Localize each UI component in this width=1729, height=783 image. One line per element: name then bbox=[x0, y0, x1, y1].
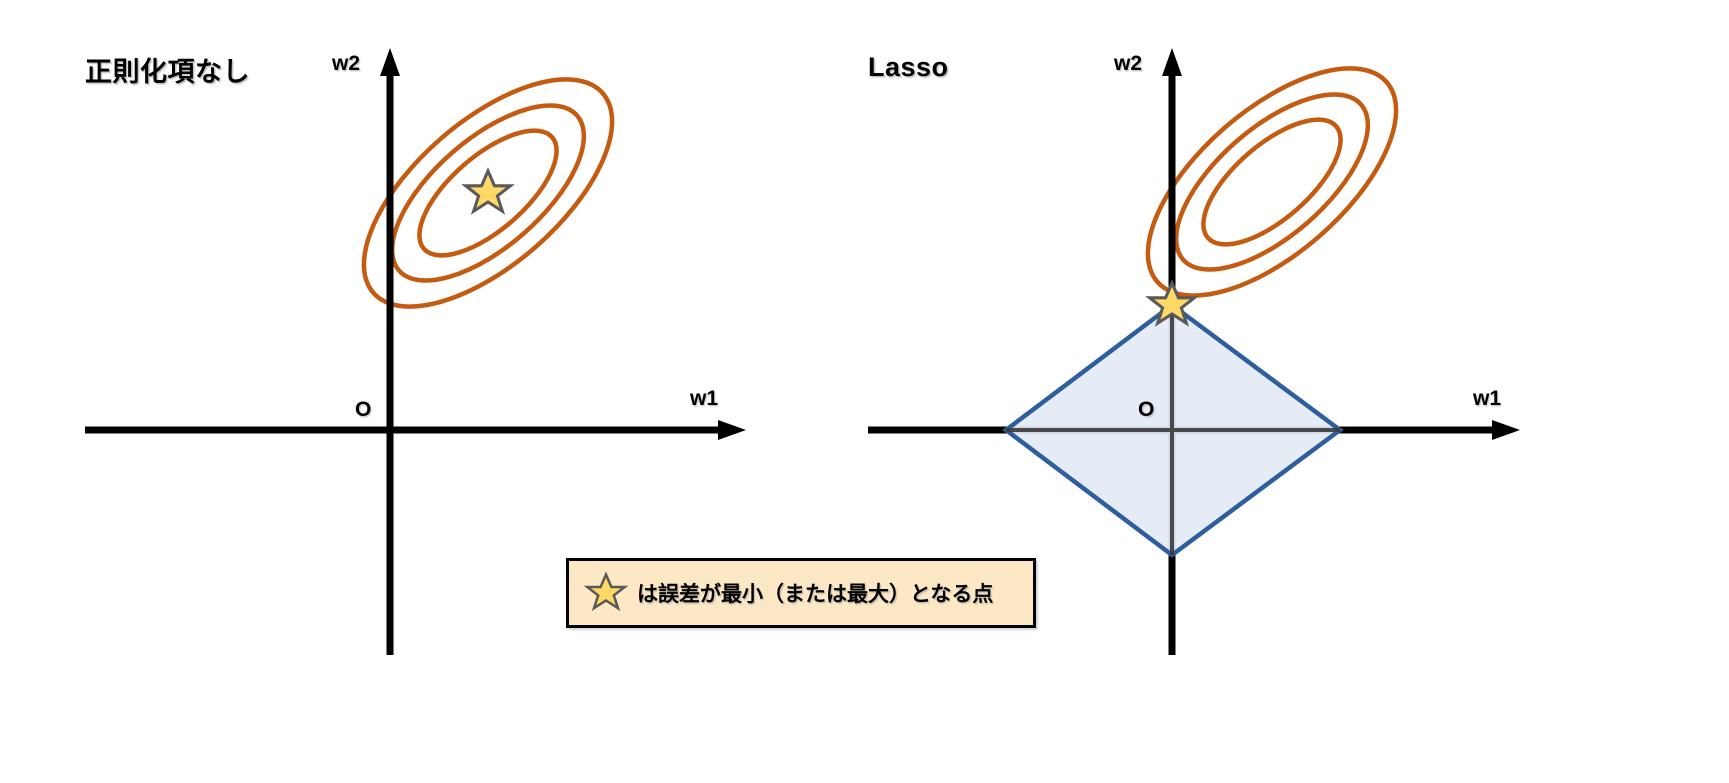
right-panel-title: Lasso bbox=[868, 52, 949, 82]
left-origin-label: O bbox=[355, 398, 372, 421]
right-w2-arrowhead bbox=[1162, 48, 1182, 76]
right-w1-arrowhead bbox=[1492, 420, 1520, 440]
left-w2-arrowhead bbox=[380, 48, 400, 76]
legend-box: は誤差が最小（または最大）となる点 bbox=[566, 558, 1036, 628]
contour-outer bbox=[361, 77, 615, 309]
left-panel-title: 正則化項なし bbox=[85, 57, 250, 87]
right-axis-overlay bbox=[1006, 305, 1340, 555]
left-contour-group bbox=[361, 77, 615, 309]
left-w2-axis-label: w2 bbox=[332, 52, 361, 75]
right-origin-label: O bbox=[1138, 398, 1155, 421]
right-w1-axis-label: w1 bbox=[1473, 387, 1502, 410]
star-icon bbox=[583, 571, 629, 612]
left-w2-axis bbox=[380, 48, 400, 655]
right-contour-group bbox=[1145, 66, 1399, 298]
right-w2-axis-label: w2 bbox=[1114, 52, 1143, 75]
contour-inner bbox=[1201, 117, 1343, 247]
left-w1-axis bbox=[85, 420, 746, 440]
left-w1-arrowhead bbox=[718, 420, 746, 440]
legend-text: は誤差が最小（または最大）となる点 bbox=[637, 583, 994, 606]
right-optimum-star-icon bbox=[1145, 279, 1199, 327]
contour-inner bbox=[417, 128, 559, 258]
contour-outer bbox=[1145, 66, 1399, 298]
contour-middle bbox=[389, 103, 587, 283]
left-w1-axis-label: w1 bbox=[690, 387, 719, 410]
contour-middle bbox=[1173, 92, 1371, 272]
left-optimum-star-icon bbox=[461, 167, 515, 215]
